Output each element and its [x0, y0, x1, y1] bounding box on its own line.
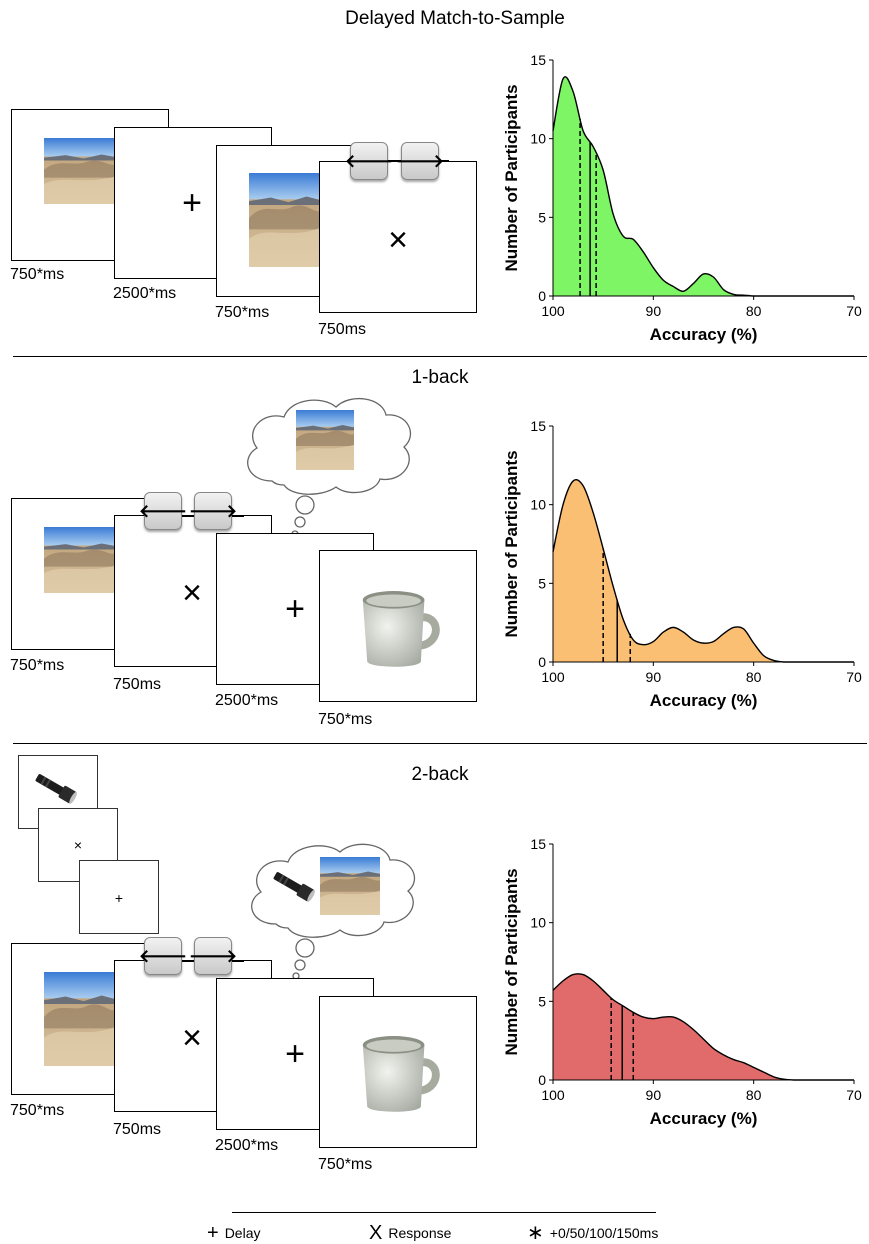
y-tick-label: 15: [530, 836, 546, 852]
y-tick-label: 10: [530, 131, 546, 147]
response-frame: [319, 161, 477, 313]
density-area: [553, 76, 854, 296]
left-arrow-key-icon: 🡐: [139, 492, 187, 530]
timing-label: 750ms: [318, 321, 367, 338]
asterisk-icon: ∗: [527, 1222, 544, 1244]
timing-label: 2500*ms: [215, 1137, 279, 1154]
delay-cross-icon: +: [285, 1035, 305, 1073]
x-tick-label: 100: [541, 1087, 565, 1103]
desert-image: [44, 138, 116, 204]
y-tick-label: 5: [538, 993, 546, 1009]
delay-cross-icon: +: [207, 1222, 219, 1244]
desert-image: [44, 972, 116, 1066]
x-tick-label: 80: [746, 1087, 762, 1103]
y-axis-label: Number of Participants: [502, 868, 521, 1055]
y-tick-label: 15: [530, 52, 546, 68]
section-divider: [13, 356, 867, 357]
x-tick-label: 100: [541, 669, 565, 685]
density-area: [553, 479, 854, 662]
desert-image: [320, 857, 380, 915]
x-tick-label: 90: [646, 669, 662, 685]
x-tick-label: 70: [846, 669, 862, 685]
flashlight-image: [268, 866, 320, 906]
delay-cross-icon: +: [182, 184, 202, 222]
timing-label: 750*ms: [215, 304, 270, 321]
section-divider: [13, 743, 867, 744]
y-axis-label: Number of Participants: [502, 450, 521, 637]
legend-label: Delay: [224, 1225, 261, 1241]
y-tick-label: 10: [530, 497, 546, 513]
x-tick-label: 100: [541, 303, 565, 319]
mug-image: [354, 583, 442, 673]
legend-label: Response: [388, 1225, 452, 1241]
timing-label: 750*ms: [318, 711, 373, 728]
density-area: [553, 973, 854, 1080]
right-arrow-key-icon: 🡒: [189, 492, 237, 530]
response-x-icon: X: [369, 1222, 383, 1244]
x-tick-label: 80: [746, 303, 762, 319]
left-arrow-key-icon: 🡐: [345, 142, 393, 180]
response-x-icon: ×: [73, 837, 83, 853]
timing-label: 750*ms: [10, 1102, 65, 1119]
y-axis-label: Number of Participants: [502, 84, 521, 271]
x-tick-label: 70: [846, 303, 862, 319]
history-frame: [79, 860, 159, 934]
right-arrow-key-icon: 🡒: [189, 937, 237, 975]
x-axis-label: Accuracy (%): [650, 325, 758, 344]
legend-response: X Response: [369, 1223, 451, 1243]
delay-cross-icon: +: [285, 590, 305, 628]
flashlight-image: [30, 770, 82, 806]
section-title-2back: 2-back: [411, 764, 469, 785]
x-tick-label: 90: [646, 1087, 662, 1103]
x-tick-label: 80: [746, 669, 762, 685]
legend-label: +0/50/100/150ms: [549, 1225, 659, 1241]
x-tick-label: 90: [646, 303, 662, 319]
legend-divider: [232, 1212, 656, 1213]
y-tick-label: 5: [538, 575, 546, 591]
section-title-dms: Delayed Match-to-Sample: [345, 8, 565, 29]
section-title-1back: 1-back: [411, 367, 469, 388]
timing-label: 750*ms: [10, 657, 65, 674]
left-arrow-key-icon: 🡐: [139, 937, 187, 975]
y-tick-label: 0: [538, 288, 546, 304]
key-connector: [349, 160, 449, 162]
desert-image: [296, 410, 354, 470]
timing-label: 2500*ms: [113, 285, 177, 302]
y-tick-label: 0: [538, 1072, 546, 1088]
response-x-icon: ×: [182, 574, 202, 612]
timing-label: 2500*ms: [215, 692, 279, 709]
y-tick-label: 10: [530, 915, 546, 931]
x-axis-label: Accuracy (%): [650, 691, 758, 710]
mug-image: [354, 1028, 442, 1118]
timing-label: 750*ms: [10, 266, 65, 283]
delay-cross-icon: +: [114, 890, 124, 906]
y-tick-label: 15: [530, 418, 546, 434]
legend-jitter: ∗ +0/50/100/150ms: [527, 1223, 658, 1243]
x-tick-label: 70: [846, 1087, 862, 1103]
y-tick-label: 0: [538, 654, 546, 670]
response-x-icon: ×: [182, 1019, 202, 1057]
desert-image: [44, 527, 116, 593]
desert-image: [249, 173, 321, 267]
x-axis-label: Accuracy (%): [650, 1109, 758, 1128]
y-tick-label: 5: [538, 209, 546, 225]
timing-label: 750ms: [113, 676, 162, 693]
timing-label: 750*ms: [318, 1156, 373, 1173]
timing-label: 750ms: [113, 1121, 162, 1138]
right-arrow-key-icon: 🡒: [396, 142, 444, 180]
response-x-icon: ×: [388, 221, 408, 259]
legend-delay: + Delay: [207, 1223, 260, 1243]
